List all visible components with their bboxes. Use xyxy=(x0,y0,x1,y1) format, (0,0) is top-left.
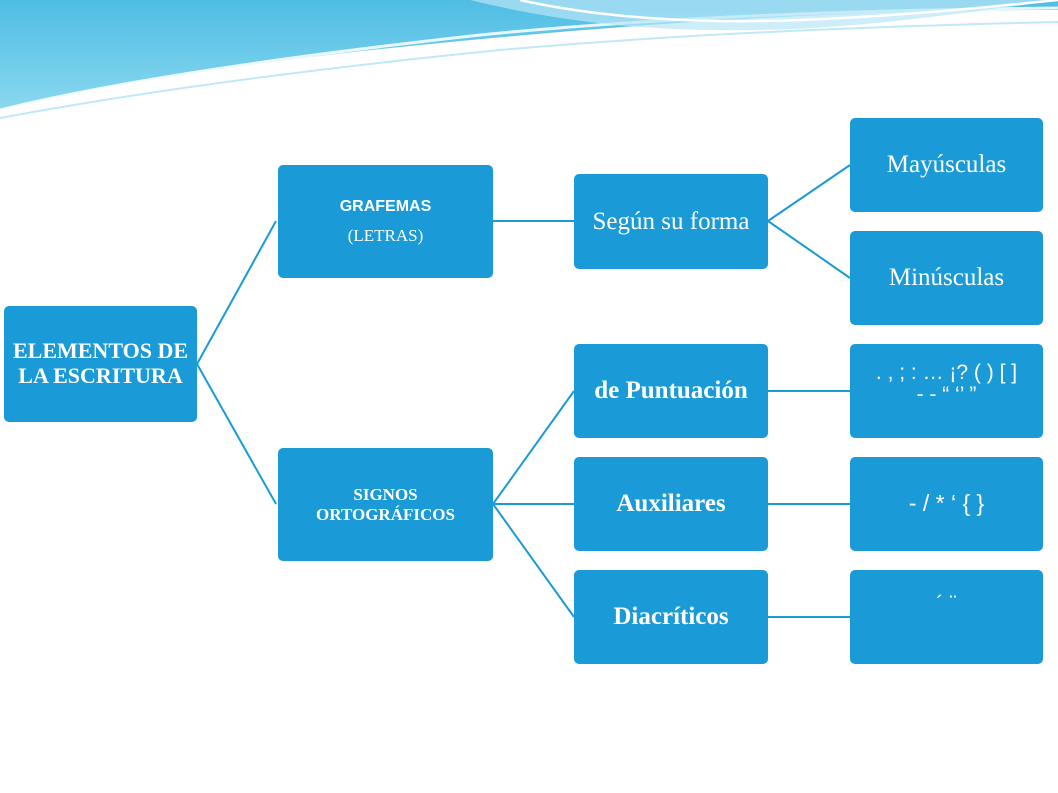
top-banner-decoration xyxy=(0,0,1058,119)
node-diacriticos: Diacríticos xyxy=(574,570,768,664)
node-minusculas: Minúsculas xyxy=(850,231,1043,325)
node-puntuacion: de Puntuación xyxy=(574,344,768,438)
node-signos-ortograficos: SIGNOS ORTOGRÁFICOS xyxy=(278,448,493,561)
connectors xyxy=(196,164,851,618)
connector-root-signos xyxy=(196,363,277,505)
diacriticos-signs-label: ´ ¨ xyxy=(936,591,957,616)
node-segun-forma: Según su forma xyxy=(574,174,768,269)
node-auxiliares: Auxiliares xyxy=(574,457,768,551)
node-segun-forma-label: Según su forma xyxy=(592,207,750,235)
node-signos-ortograficos-label: SIGNOS ORTOGRÁFICOS xyxy=(316,485,455,524)
node-auxiliares-label: Auxiliares xyxy=(616,490,726,517)
node-grafemas-subtitle: (LETRAS) xyxy=(347,225,424,245)
node-minusculas-label: Minúsculas xyxy=(888,264,1005,291)
node-puntuacion-signs: . , ; : … ¡? ( ) [ ] - - “ ‘’ ” xyxy=(850,344,1043,438)
node-grafemas: GRAFEMAS (LETRAS) xyxy=(278,165,493,278)
node-diacriticos-signs: ´ ¨ xyxy=(850,570,1043,664)
node-grafemas-title: GRAFEMAS xyxy=(339,198,432,216)
connector-signos-diacriticos xyxy=(492,503,575,618)
auxiliares-signs-label: - / * ‘ { } xyxy=(908,490,985,517)
node-mayusculas: Mayúsculas xyxy=(850,118,1043,212)
connector-root-grafemas xyxy=(196,220,277,365)
connector-signos-puntuacion xyxy=(492,390,575,505)
node-elementos-escritura: ELEMENTOS DE LA ESCRITURA xyxy=(4,306,197,422)
puntuacion-signs-line2: - - “ ‘’ ” xyxy=(916,383,977,407)
node-mayusculas-label: Mayúsculas xyxy=(886,151,1007,178)
node-auxiliares-signs: - / * ‘ { } xyxy=(850,457,1043,551)
node-elementos-escritura-label: ELEMENTOS DE LA ESCRITURA xyxy=(12,338,189,388)
node-puntuacion-label: de Puntuación xyxy=(594,377,748,404)
connector-forma-mayusculas xyxy=(767,164,851,222)
node-diacriticos-label: Diacríticos xyxy=(613,603,729,630)
puntuacion-signs-line1: . , ; : … ¡? ( ) [ ] xyxy=(875,361,1018,384)
connector-forma-minusculas xyxy=(767,220,851,279)
